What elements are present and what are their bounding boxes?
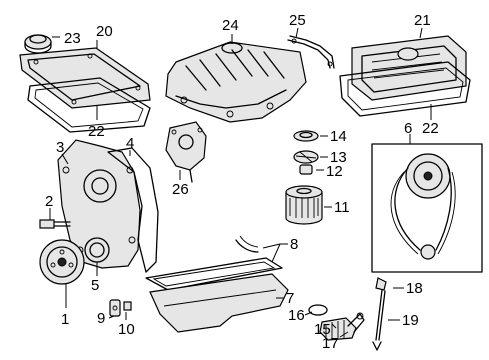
right-valve-cover [351, 35, 467, 101]
callout-14: 14 [330, 128, 347, 145]
filter-adapter-gasket [293, 130, 319, 142]
oil-filler-cap [24, 34, 52, 54]
callout-9: 9 [97, 310, 105, 327]
callout-20: 20 [96, 23, 113, 40]
manifold-bracket [287, 35, 335, 69]
filter-fitting [299, 164, 313, 175]
callout-1: 1 [61, 311, 69, 328]
drain-plug [123, 301, 132, 311]
callout-10: 10 [118, 321, 135, 338]
callout-26: 26 [172, 181, 189, 198]
right-valve-cover-gasket [339, 61, 471, 117]
callout-5: 5 [91, 277, 99, 294]
callout-24: 24 [222, 17, 239, 34]
callout-22-right: 22 [422, 120, 439, 137]
leader-lines [49, 27, 432, 338]
vibration-damper [39, 239, 85, 285]
oil-pan [145, 257, 289, 333]
callout-11: 11 [334, 199, 350, 216]
callout-18: 18 [406, 280, 423, 297]
callout-19: 19 [402, 312, 419, 329]
oil-level-sensor [109, 299, 121, 317]
left-valve-cover [19, 47, 151, 109]
callout-13: 13 [330, 149, 347, 166]
callout-25: 25 [289, 12, 306, 29]
callout-numbers: 23 20 22 24 25 21 22 3 4 2 26 14 13 12 1… [45, 12, 439, 352]
left-valve-cover-gasket [27, 77, 151, 133]
oil-filter [285, 185, 323, 225]
callout-23: 23 [64, 30, 81, 47]
callout-21: 21 [414, 12, 431, 29]
pickup-tube-gasket [347, 312, 365, 333]
filter-adapter [293, 150, 319, 164]
callout-12: 12 [326, 163, 343, 180]
damper-bolt [39, 219, 71, 229]
dipstick-tube [372, 341, 382, 351]
timing-chain-set [371, 143, 483, 273]
callout-7: 7 [286, 290, 294, 307]
callout-17: 17 [322, 335, 339, 352]
oil-pickup-tube [319, 317, 357, 341]
oil-pan-gasket-seal [235, 235, 259, 253]
callout-2: 2 [45, 193, 53, 210]
callout-22-left: 22 [88, 123, 105, 140]
oil-pump [165, 121, 207, 183]
callout-8: 8 [290, 236, 298, 253]
callout-6: 6 [404, 120, 412, 137]
callout-15: 15 [314, 321, 331, 338]
intake-manifold [165, 41, 307, 123]
timing-cover-gasket [107, 147, 159, 273]
callout-3: 3 [56, 139, 64, 156]
timing-chain-cover [57, 139, 141, 269]
callout-4: 4 [126, 135, 134, 152]
callout-16: 16 [288, 307, 305, 324]
dipstick [375, 277, 387, 341]
drain-plug-washer [308, 304, 328, 316]
